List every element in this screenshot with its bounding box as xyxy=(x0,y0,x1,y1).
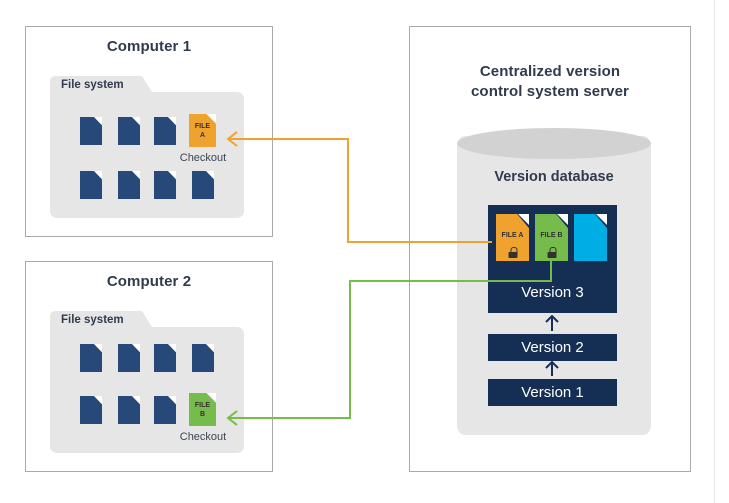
version-block-2[interactable]: Version 2 xyxy=(488,334,617,361)
file-fold xyxy=(94,344,102,352)
server-file-a-icon[interactable]: FILE A xyxy=(496,214,529,261)
file-fold xyxy=(168,344,176,352)
file-icon xyxy=(80,344,102,372)
file-icon xyxy=(154,396,176,424)
server-file-b-icon[interactable]: FILE B xyxy=(535,214,568,261)
file-fold xyxy=(518,214,529,225)
file-icon xyxy=(118,396,140,424)
file-fold xyxy=(168,396,176,404)
server-title-line-2: control system server xyxy=(470,83,629,100)
checkout-label-computer-1: Checkout xyxy=(179,152,227,164)
file-icon xyxy=(154,171,176,199)
folder-tab xyxy=(50,76,155,97)
folder-label: File system xyxy=(61,314,124,326)
file-fold xyxy=(206,344,214,352)
file-fold xyxy=(132,396,140,404)
server-file-c-icon[interactable] xyxy=(574,214,607,261)
file-icon xyxy=(80,117,102,145)
page-title-server: Centralized version control system serve… xyxy=(409,62,691,102)
file-icon xyxy=(118,171,140,199)
file-icon xyxy=(118,117,140,145)
file-fold xyxy=(94,117,102,125)
file-icon xyxy=(80,396,102,424)
lock-shackle xyxy=(549,247,556,253)
file-fold xyxy=(132,171,140,179)
lock-body xyxy=(547,251,556,258)
file-icon xyxy=(118,344,140,372)
file-fold xyxy=(168,171,176,179)
lock-icon xyxy=(508,247,517,258)
file-fold xyxy=(207,393,216,402)
file-fold xyxy=(94,396,102,404)
lock-icon xyxy=(547,247,556,258)
checkout-label-computer-2: Checkout xyxy=(179,431,227,443)
file-fold xyxy=(132,344,140,352)
folder-tab xyxy=(50,311,155,332)
file-icon xyxy=(154,117,176,145)
file-icon xyxy=(192,171,214,199)
folder-label: File system xyxy=(61,79,124,91)
file-fold xyxy=(168,117,176,125)
file-icon xyxy=(80,171,102,199)
file-fold xyxy=(596,214,607,225)
database-label: Version database xyxy=(494,169,614,185)
server-file-a-label: FILE A xyxy=(501,232,524,239)
file-icon xyxy=(192,344,214,372)
file-fold xyxy=(94,171,102,179)
file-fold xyxy=(132,117,140,125)
database-cylinder-top xyxy=(457,128,651,159)
right-guide-line xyxy=(714,0,715,503)
file-icon xyxy=(154,344,176,372)
file-fold xyxy=(557,214,568,225)
page-title-computer-1: Computer 1 xyxy=(106,38,192,55)
version-label-3: Version 3 xyxy=(521,284,584,301)
file-fold xyxy=(207,114,216,123)
page-title-computer-2: Computer 2 xyxy=(106,273,192,290)
version-block-1[interactable]: Version 1 xyxy=(488,379,617,406)
file-fold xyxy=(206,171,214,179)
lock-body xyxy=(508,251,517,258)
server-title-line-1: Centralized version xyxy=(479,63,621,80)
lock-shackle xyxy=(510,247,517,253)
server-file-b-label: FILE B xyxy=(540,232,563,239)
